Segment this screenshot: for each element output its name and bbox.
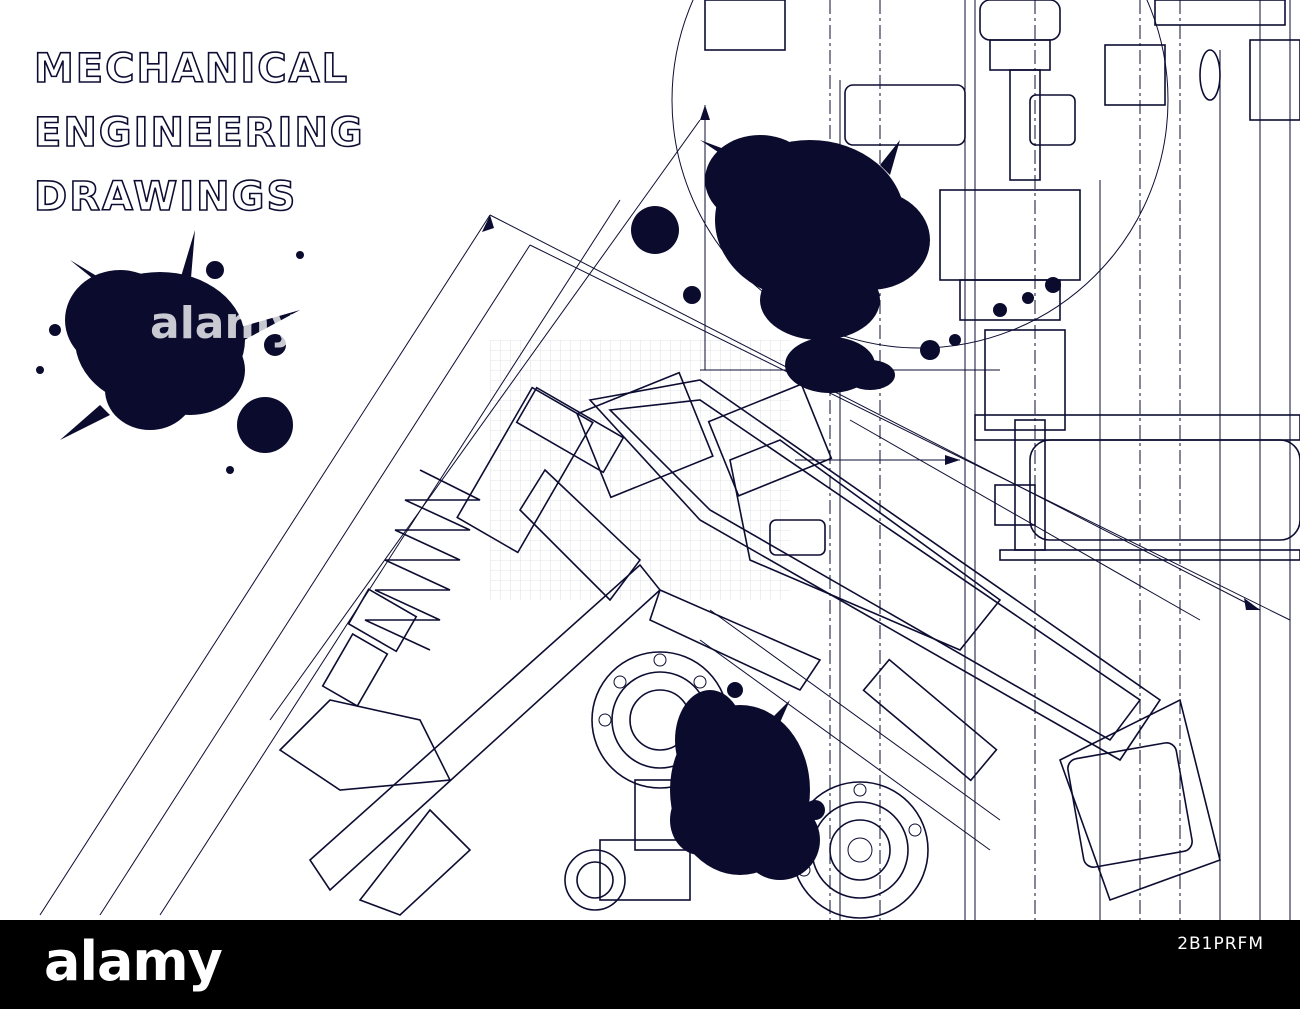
ink-splatter-left bbox=[36, 230, 304, 474]
watermark-logo: alamy bbox=[44, 930, 223, 993]
watermark-bar: alamy 2B1PRFM bbox=[0, 920, 1300, 1009]
large-circle-outline bbox=[671, 0, 1169, 349]
technical-drawing: MECHANICAL ENGINEERING DRAWINGS bbox=[33, 0, 1300, 920]
cylinder bbox=[974, 414, 1300, 561]
ink-splatter-top bbox=[631, 135, 1061, 393]
dimension-lines bbox=[39, 105, 1291, 916]
top-spindle-assembly bbox=[704, 0, 1300, 431]
ink-splatter-bottom bbox=[670, 682, 825, 880]
watermark-center-text: alamy bbox=[150, 298, 299, 349]
slide-bar bbox=[308, 468, 822, 916]
grid-patch bbox=[490, 340, 790, 600]
title-line-1: MECHANICAL bbox=[34, 46, 349, 92]
image-id: 2B1PRFM bbox=[1177, 934, 1264, 954]
coil-spring bbox=[278, 386, 625, 791]
diagonal-arm bbox=[576, 371, 1221, 902]
title-line-2: ENGINEERING bbox=[34, 110, 365, 156]
title-line-3: DRAWINGS bbox=[34, 174, 297, 220]
